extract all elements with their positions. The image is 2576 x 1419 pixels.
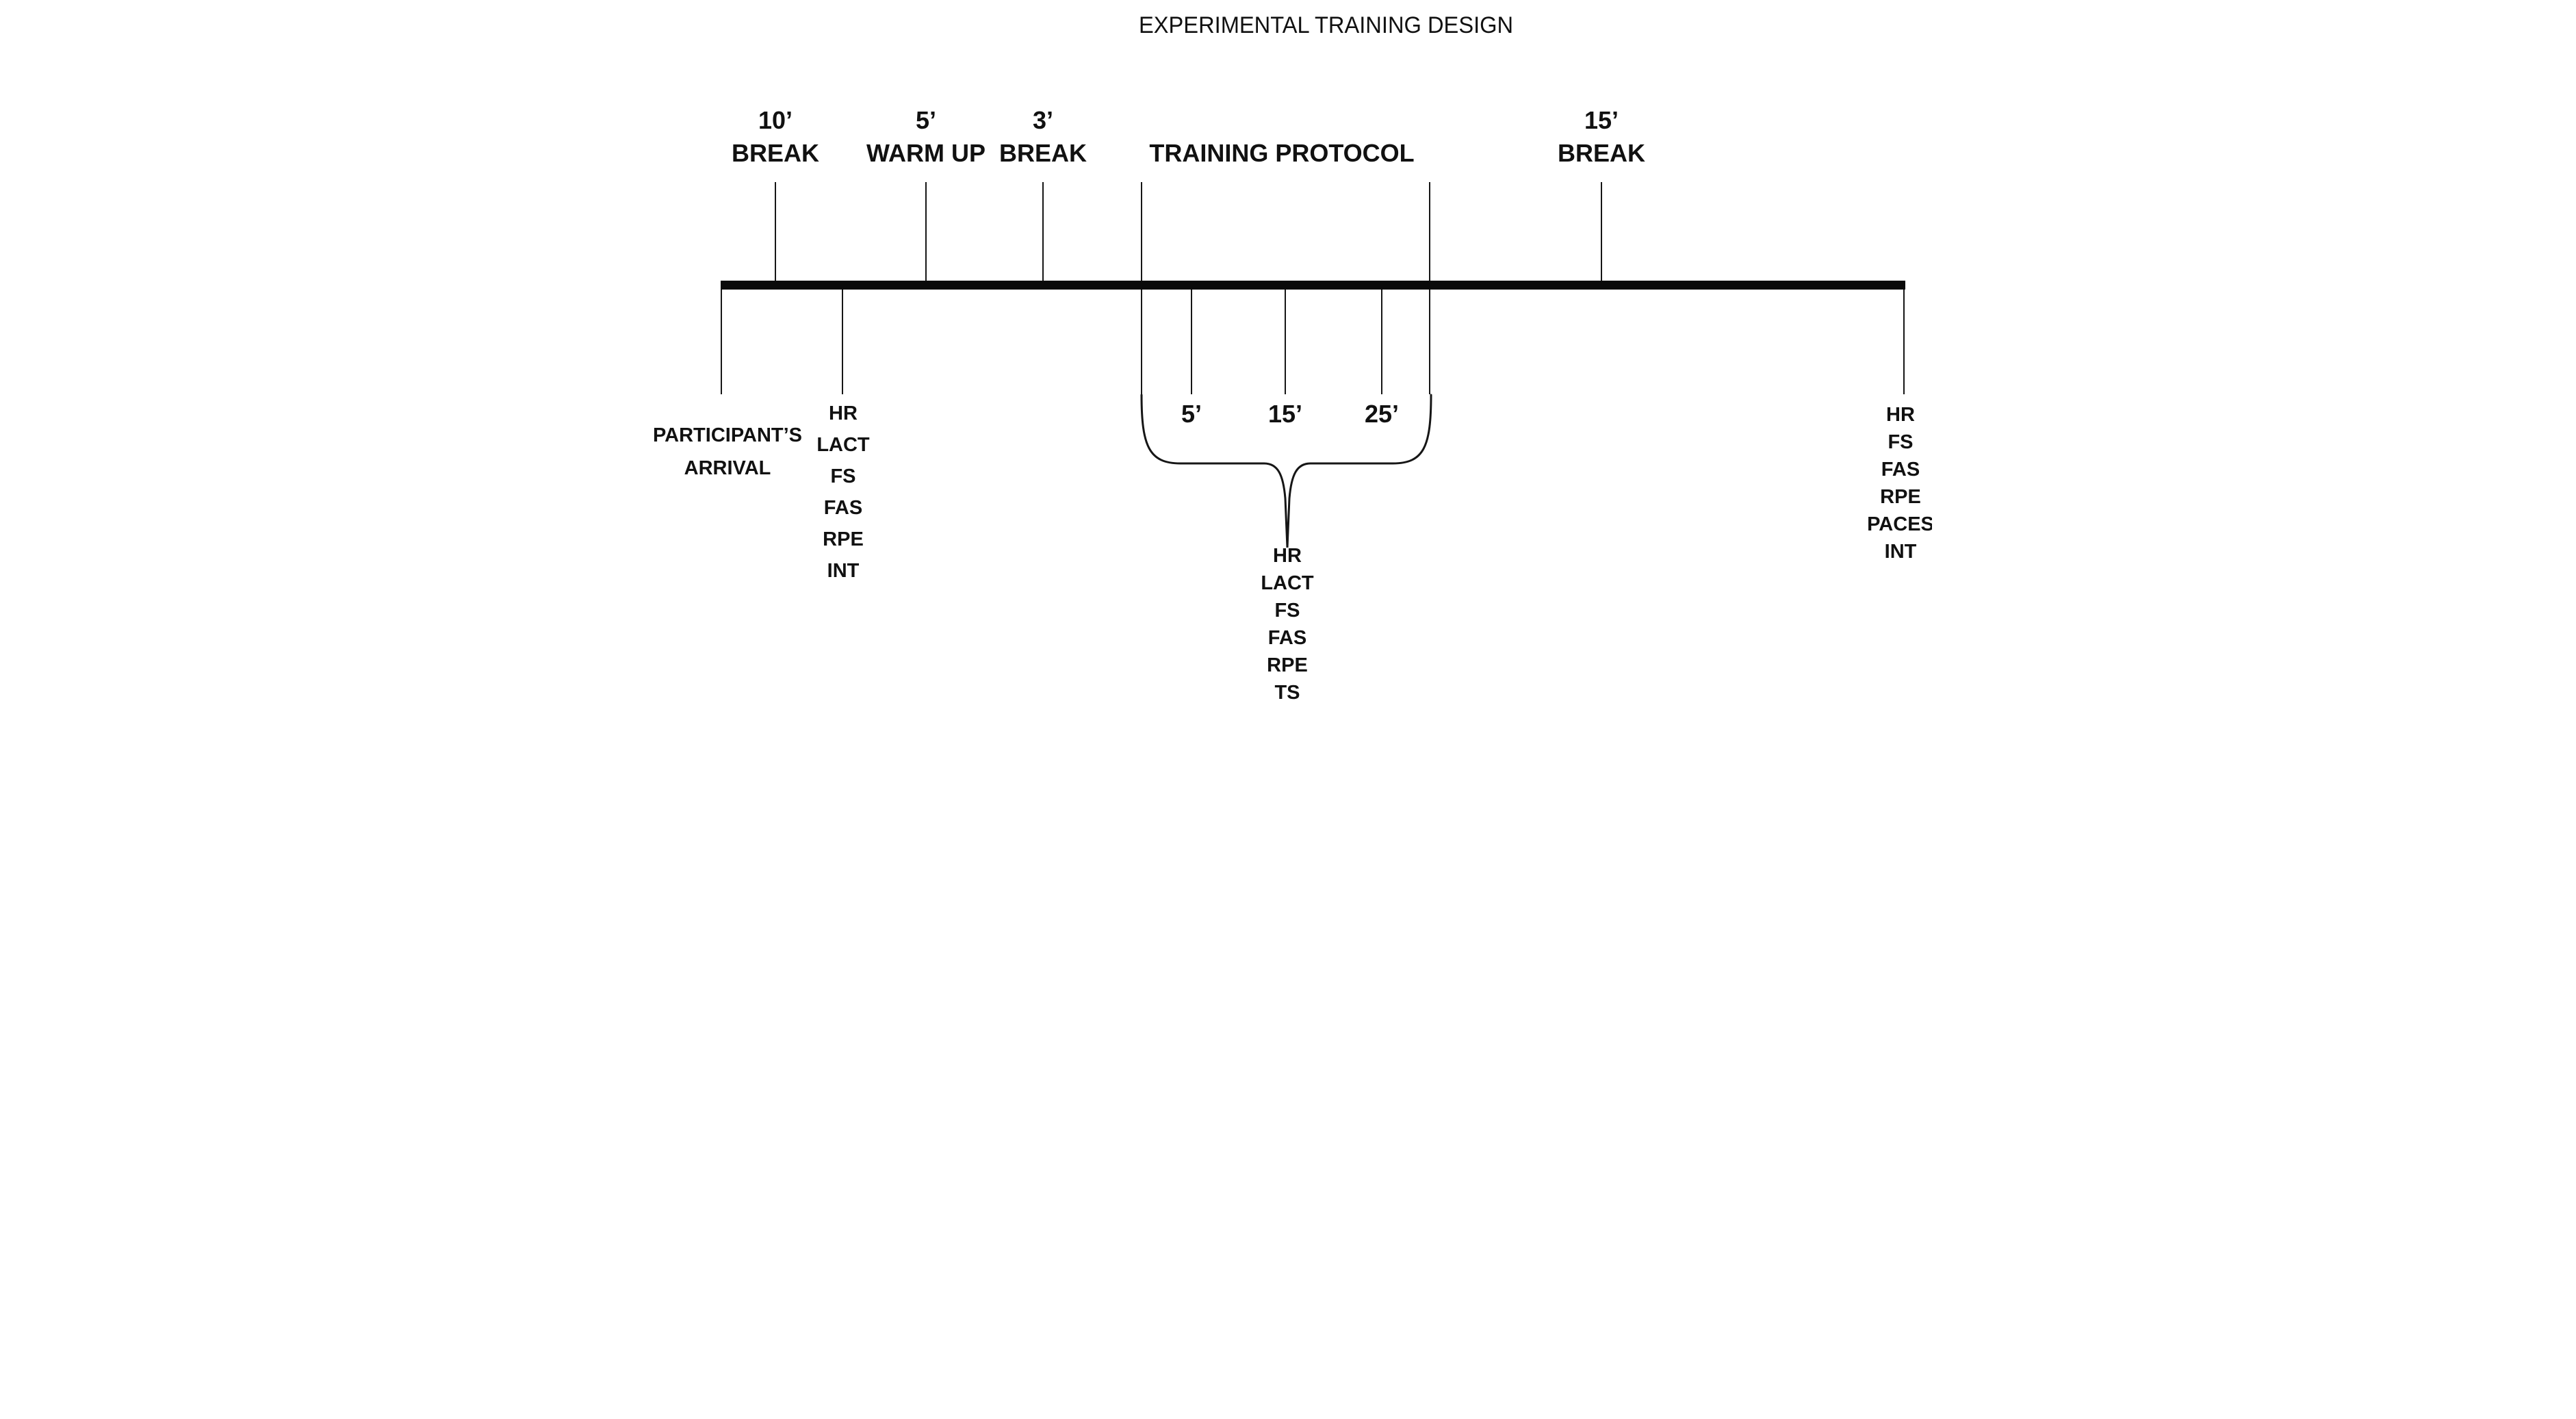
arrival-line1: PARTICIPANT’S xyxy=(652,424,803,446)
measure-item: HR xyxy=(829,402,858,424)
diagram-title: EXPERIMENTAL TRAINING DESIGN xyxy=(1139,12,1514,38)
measure-item: INT xyxy=(1884,541,1917,563)
phase-warmup-5min: 5’ WARM UP xyxy=(866,104,986,170)
measure-item: FS xyxy=(1888,431,1914,453)
phase-duration: 10’ xyxy=(758,106,793,134)
timeline-bar xyxy=(721,281,1905,290)
participants-arrival-label: PARTICIPANT’S ARRIVAL xyxy=(653,419,802,485)
measure-item: RPE xyxy=(1267,654,1308,676)
phase-label: TRAINING PROTOCOL xyxy=(1149,139,1415,167)
phase-break-10min: 10’ BREAK xyxy=(732,104,819,170)
measure-item: HR xyxy=(1886,404,1915,426)
measure-item: FAS xyxy=(1881,459,1920,481)
post-measures-list: HR FS FAS RPE PACES INT xyxy=(1867,401,1932,565)
tick-protocol-15min xyxy=(1285,290,1286,394)
phase-label: WARM UP xyxy=(866,139,986,167)
measure-item: FS xyxy=(830,465,856,487)
experimental-training-design-diagram: EXPERIMENTAL TRAINING DESIGN 10’ BREAK 5… xyxy=(644,0,1932,709)
tick-baseline-measures xyxy=(842,290,843,394)
timepoint-15min: 15’ xyxy=(1267,400,1303,428)
tick-warmup-5min xyxy=(925,182,927,281)
baseline-measures-list: HR LACT FS FAS RPE INT xyxy=(816,398,869,587)
tick-timeline-end xyxy=(1903,290,1905,394)
phase-duration: 15’ xyxy=(1584,106,1619,134)
phase-label: BREAK xyxy=(1557,139,1646,167)
timepoint-25min: 25’ xyxy=(1364,400,1400,428)
phase-duration: 5’ xyxy=(915,106,937,134)
measure-item: RPE xyxy=(823,528,864,550)
phase-label: BREAK xyxy=(731,139,820,167)
tick-break-3min xyxy=(1042,182,1044,281)
phase-break-15min: 15’ BREAK xyxy=(1558,104,1645,170)
phase-duration: 3’ xyxy=(1032,106,1054,134)
tick-participant-arrival xyxy=(721,290,722,394)
measure-item: LACT xyxy=(1261,572,1314,594)
tick-protocol-5min xyxy=(1191,290,1192,394)
measure-item: FS xyxy=(1274,600,1300,622)
measure-item: LACT xyxy=(816,434,870,456)
phase-training-protocol: TRAINING PROTOCOL xyxy=(1149,137,1414,170)
measure-item: TS xyxy=(1274,682,1300,704)
tick-protocol-25min xyxy=(1381,290,1382,394)
tick-break-15min xyxy=(1601,182,1602,281)
measure-item: RPE xyxy=(1880,486,1921,508)
measure-item: FAS xyxy=(1267,627,1307,649)
arrival-line2: ARRIVAL xyxy=(684,457,771,479)
phase-label: BREAK xyxy=(999,139,1087,167)
measure-item: INT xyxy=(827,560,860,582)
timepoint-5min: 5’ xyxy=(1181,400,1202,428)
tick-break-10min xyxy=(775,182,776,281)
measure-item: PACES xyxy=(1867,513,1932,535)
protocol-measures-list: HR LACT FS FAS RPE TS xyxy=(1261,542,1313,706)
measure-item: HR xyxy=(1273,545,1302,567)
measure-item: FAS xyxy=(823,497,863,519)
phase-break-3min: 3’ BREAK xyxy=(999,104,1087,170)
